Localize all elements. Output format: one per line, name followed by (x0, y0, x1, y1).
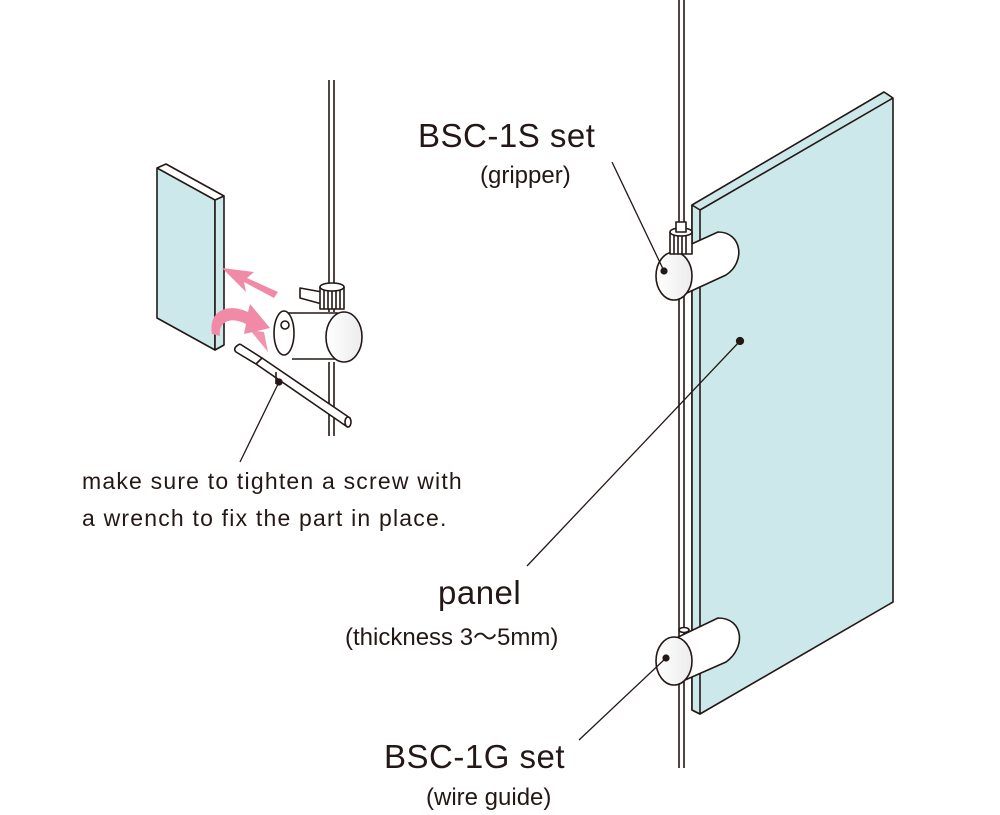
gripper-part (655, 221, 740, 301)
hex-wrench (233, 343, 352, 428)
detail-gripper (273, 282, 363, 363)
instruction-line-2: a wrench to fix the part in place. (82, 505, 448, 531)
panel-subtitle: (thickness 3〜5mm) (345, 624, 559, 651)
guide-subtitle: (wire guide) (426, 784, 552, 811)
gripper-title: BSC-1S set (418, 117, 596, 154)
assembly-view (655, 0, 894, 768)
instruction-line-1: make sure to tighten a screw with (82, 468, 463, 494)
panel (691, 91, 894, 715)
detail-view (156, 80, 363, 436)
detail-wire (328, 80, 335, 436)
gripper-subtitle: (gripper) (480, 162, 571, 189)
guide-title: BSC-1G set (384, 738, 566, 775)
note-leader (239, 378, 283, 463)
panel-title: panel (438, 574, 522, 611)
label-leaders (526, 161, 745, 741)
wire-guide-part (655, 617, 741, 686)
tighten-arrow-icon (211, 268, 278, 352)
